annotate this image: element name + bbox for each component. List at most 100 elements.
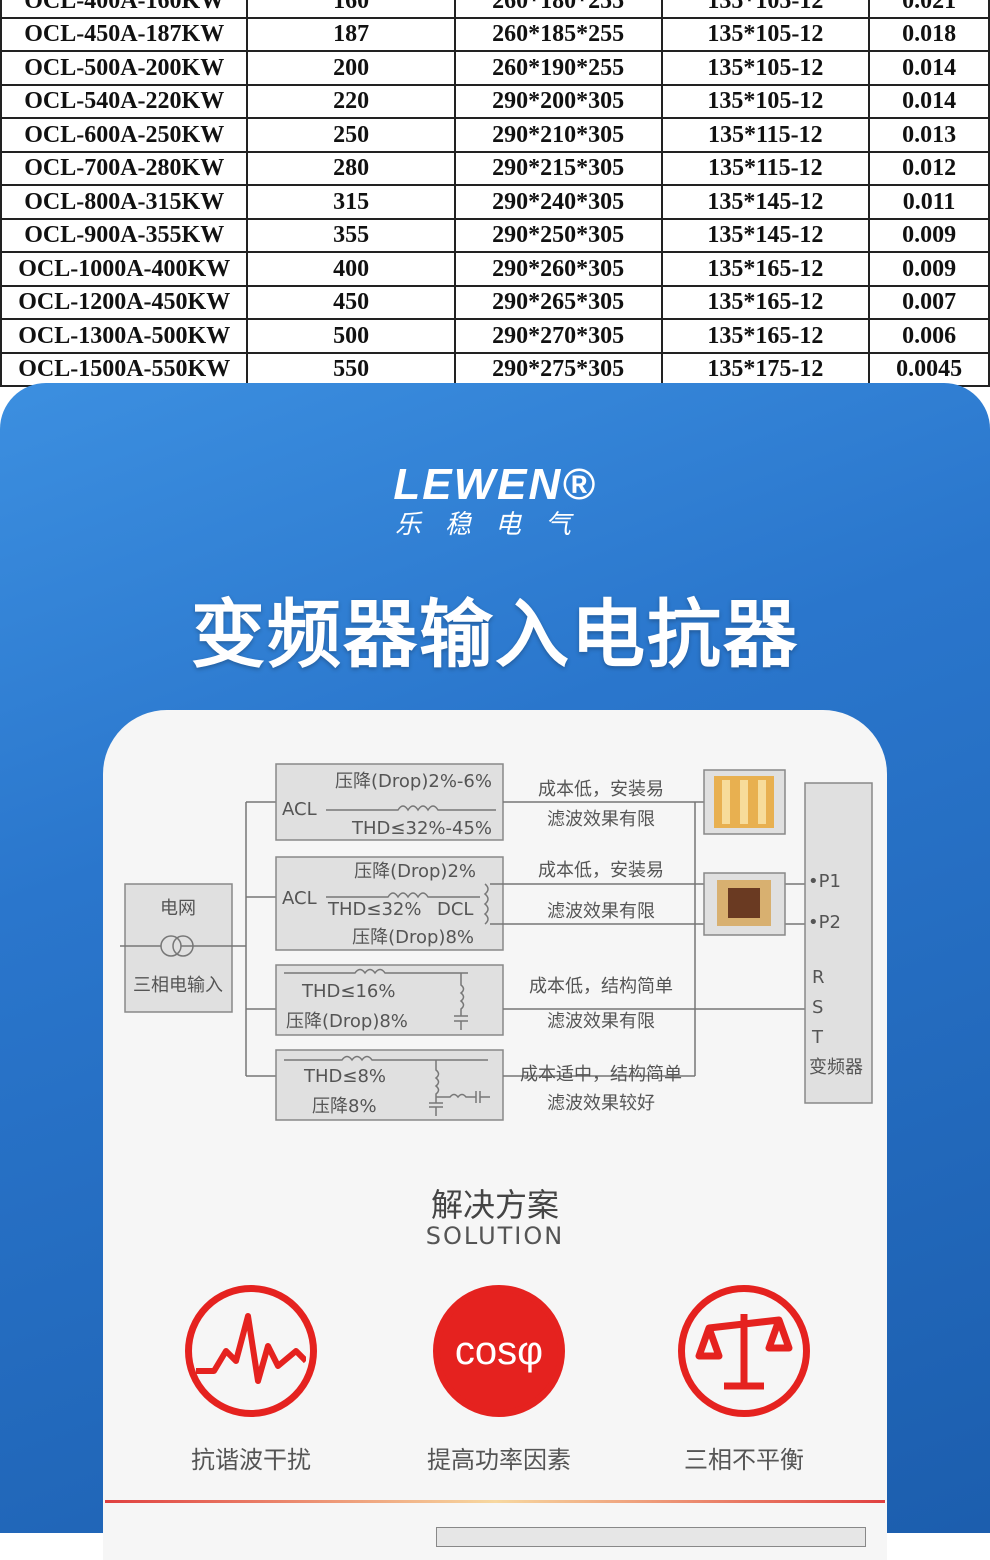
table-cell: 135*115-12 bbox=[660, 117, 871, 153]
grid-sub-label: 三相电输入 bbox=[133, 975, 223, 996]
p2-label: •P2 bbox=[808, 912, 841, 933]
table-cell: 290*250*305 bbox=[453, 217, 663, 253]
table-cell: OCL-1200A-450KW bbox=[0, 284, 249, 320]
table-cell: 280 bbox=[246, 150, 456, 186]
table-cell: 135*105-12 bbox=[660, 16, 871, 52]
table-cell: 135*165-12 bbox=[660, 318, 871, 354]
solution-subtitle: SOLUTION bbox=[425, 1222, 565, 1250]
table-cell: 260*180*255 bbox=[453, 0, 663, 19]
b2-acl: ACL bbox=[282, 888, 317, 909]
note-1b: 滤波效果有限 bbox=[547, 809, 655, 830]
b2-thd: THD≤32% bbox=[327, 899, 421, 920]
vfd-box bbox=[804, 782, 873, 1104]
table-cell: 0.014 bbox=[868, 50, 990, 86]
table-cell: OCL-500A-200KW bbox=[0, 50, 249, 86]
table-cell: 450 bbox=[246, 284, 456, 320]
table-cell: 135*145-12 bbox=[660, 217, 871, 253]
table-cell: 0.012 bbox=[868, 150, 990, 186]
table-cell: 0.021 bbox=[868, 0, 990, 19]
table-cell: 135*165-12 bbox=[660, 251, 871, 287]
table-cell: 315 bbox=[246, 184, 456, 220]
table-cell: OCL-1000A-400KW bbox=[0, 251, 249, 287]
table-cell: 250 bbox=[246, 117, 456, 153]
table-cell: 200 bbox=[246, 50, 456, 86]
table-cell: 290*210*305 bbox=[453, 117, 663, 153]
table-cell: 0.009 bbox=[868, 251, 990, 287]
p1-label: •P1 bbox=[808, 871, 841, 892]
note-2b: 滤波效果有限 bbox=[547, 901, 655, 922]
table-cell: 135*115-12 bbox=[660, 150, 871, 186]
table-cell: 187 bbox=[246, 16, 456, 52]
b4-drop: 压降8% bbox=[312, 1096, 377, 1117]
table-cell: OCL-600A-250KW bbox=[0, 117, 249, 153]
table-cell: 290*260*305 bbox=[453, 251, 663, 287]
page-title: 变频器输入电抗器 bbox=[191, 592, 799, 678]
note-3a: 成本低，结构简单 bbox=[529, 976, 673, 997]
b2-drop2: 压降(Drop)8% bbox=[352, 927, 474, 948]
lewen-logo: LEWEN® 乐稳电气 bbox=[0, 460, 990, 541]
note-2a: 成本低，安装易 bbox=[538, 860, 664, 881]
table-cell: 135*105-12 bbox=[660, 83, 871, 119]
grid-label: 电网 bbox=[160, 898, 196, 919]
table-cell: 290*265*305 bbox=[453, 284, 663, 320]
table-cell: 290*200*305 bbox=[453, 83, 663, 119]
table-cell: 160 bbox=[246, 0, 456, 19]
note-4b: 滤波效果较好 bbox=[547, 1093, 655, 1114]
table-cell: OCL-1300A-500KW bbox=[0, 318, 249, 354]
label-power-factor: 提高功率因素 bbox=[427, 1446, 571, 1474]
table-cell: 135*145-12 bbox=[660, 184, 871, 220]
table-cell: 135*105-12 bbox=[660, 50, 871, 86]
cos-phi-icon: cosφ bbox=[433, 1285, 565, 1417]
note-1a: 成本低，安装易 bbox=[538, 779, 664, 800]
table-cell: 500 bbox=[246, 318, 456, 354]
table-cell: OCL-900A-355KW bbox=[0, 217, 249, 253]
cos-phi-text: cosφ bbox=[454, 1328, 544, 1373]
t-label: T bbox=[811, 1027, 824, 1048]
transformer-icon bbox=[160, 935, 182, 957]
table-cell: 260*185*255 bbox=[453, 16, 663, 52]
b1-drop: 压降(Drop)2%-6% bbox=[335, 771, 492, 792]
label-three-phase: 三相不平衡 bbox=[684, 1446, 804, 1474]
logo-en: LEWEN® bbox=[393, 460, 597, 509]
table-cell: 355 bbox=[246, 217, 456, 253]
table-cell: OCL-700A-280KW bbox=[0, 150, 249, 186]
table-cell: 0.018 bbox=[868, 16, 990, 52]
table-cell: 0.013 bbox=[868, 117, 990, 153]
filter-box-1 bbox=[275, 964, 504, 1036]
table-cell: 220 bbox=[246, 83, 456, 119]
table-cell: OCL-400A-160KW bbox=[0, 0, 249, 19]
bottom-box bbox=[436, 1527, 866, 1547]
r-label: R bbox=[812, 967, 825, 988]
b3-drop: 压降(Drop)8% bbox=[286, 1011, 408, 1032]
table-cell: 0.006 bbox=[868, 318, 990, 354]
b1-thd: THD≤32%-45% bbox=[351, 818, 492, 839]
table-cell: 400 bbox=[246, 251, 456, 287]
table-cell: 135*105-12 bbox=[660, 0, 871, 19]
note-4a: 成本适中，结构简单 bbox=[520, 1064, 682, 1085]
table-cell: OCL-450A-187KW bbox=[0, 16, 249, 52]
b4-thd: THD≤8% bbox=[303, 1066, 386, 1087]
label-anti-harmonic: 抗谐波干扰 bbox=[191, 1446, 311, 1474]
table-cell: OCL-800A-315KW bbox=[0, 184, 249, 220]
table-cell: 0.011 bbox=[868, 184, 990, 220]
table-cell: 0.009 bbox=[868, 217, 990, 253]
waveform-icon bbox=[185, 1285, 317, 1417]
balance-scale-icon bbox=[678, 1285, 810, 1417]
table-cell: 290*270*305 bbox=[453, 318, 663, 354]
logo-cn: 乐稳电气 bbox=[394, 510, 595, 540]
filter-box-2 bbox=[275, 1049, 504, 1121]
s-label: S bbox=[812, 997, 823, 1018]
table-cell: OCL-540A-220KW bbox=[0, 83, 249, 119]
